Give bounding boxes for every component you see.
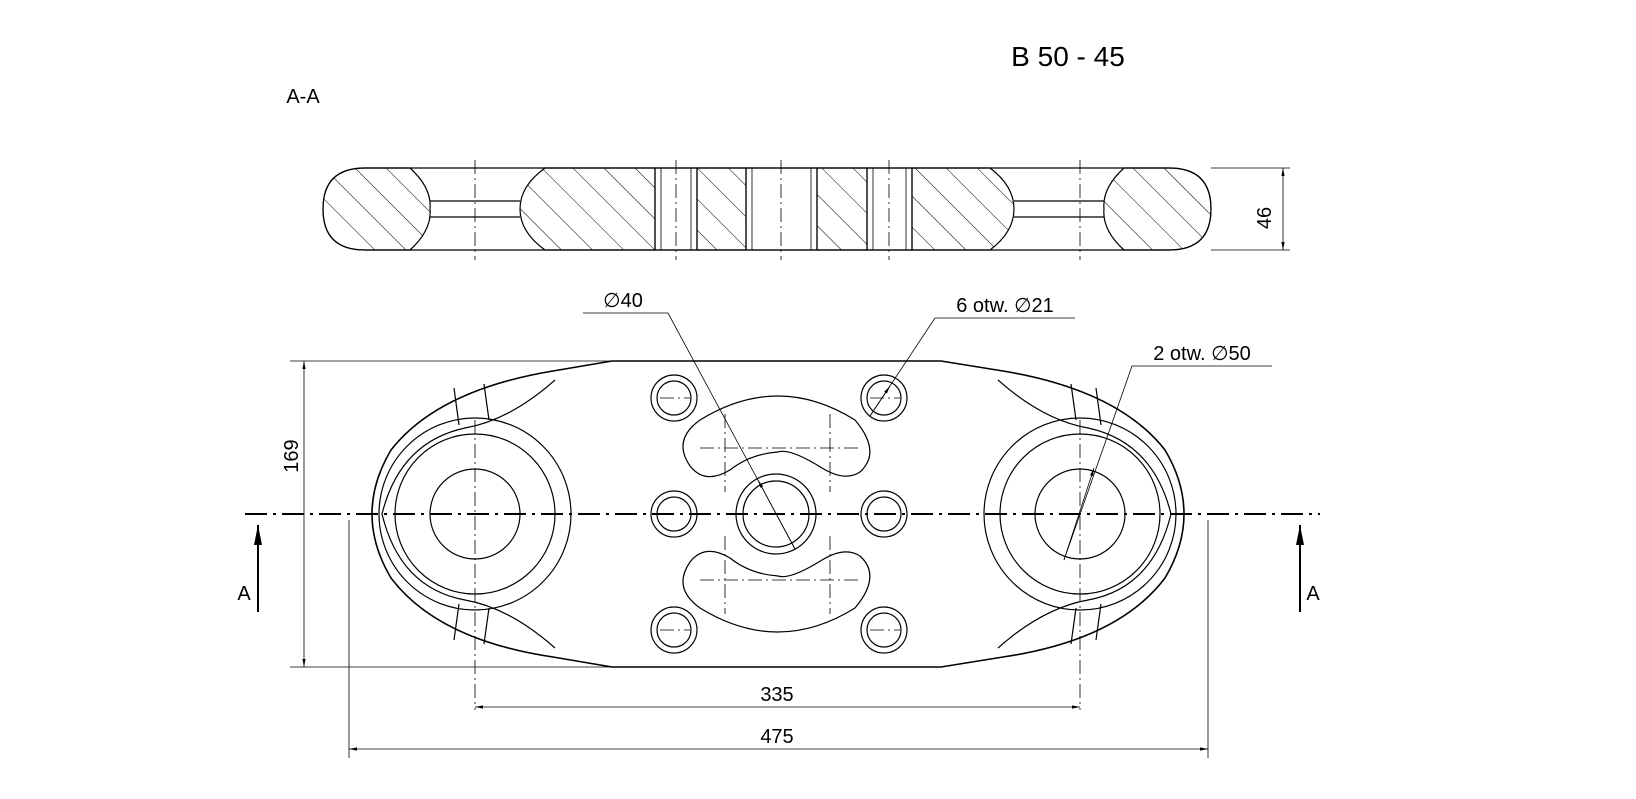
dim-height: 46 [1254, 207, 1276, 229]
dim-hole-center-distance: 335 [760, 684, 793, 706]
plan-view [245, 312, 1320, 758]
drawing-title: B 50 - 45 [1011, 41, 1125, 72]
dim-width-small: 169 [281, 439, 303, 472]
dim-overall-length: 475 [760, 726, 793, 748]
callout-large-holes: 2 otw. ∅50 [1153, 343, 1250, 365]
callout-center-hole: ∅40 [603, 290, 643, 312]
section-marker-right: A [1306, 583, 1320, 605]
section-view [322, 160, 1290, 260]
section-label: A-A [286, 86, 320, 108]
section-marker-left: A [237, 583, 251, 605]
callout-small-holes: 6 otw. ∅21 [956, 295, 1053, 317]
